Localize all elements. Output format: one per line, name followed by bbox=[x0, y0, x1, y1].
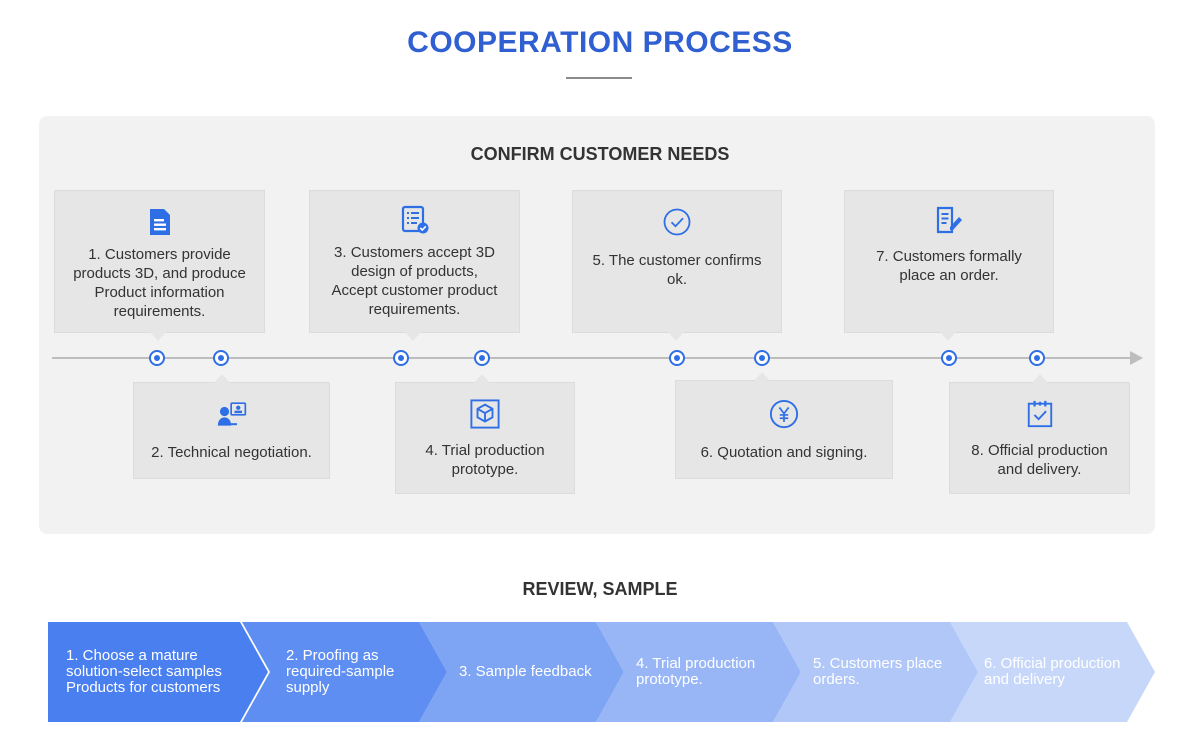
review-step-5-shape bbox=[773, 622, 978, 722]
review-sample-title: REVIEW, SAMPLE bbox=[522, 579, 678, 599]
review-step-4-shape bbox=[596, 622, 801, 722]
review-step-3[interactable]: 3. Sample feedback bbox=[419, 622, 624, 722]
calendar-check-icon bbox=[1025, 399, 1055, 429]
review-steps-bar: 1. Choose a mature solution-select sampl… bbox=[48, 622, 1158, 722]
timeline-line bbox=[52, 357, 1132, 359]
yen-icon bbox=[769, 399, 799, 429]
step-card-8: 8. Official production and delivery. bbox=[949, 374, 1130, 494]
document-icon bbox=[145, 207, 175, 237]
review-step-5-fill bbox=[773, 622, 978, 722]
review-step-3-shape bbox=[419, 622, 624, 722]
review-step-6-fill bbox=[950, 622, 1155, 722]
step-label-5: 5. The customer confirms ok. bbox=[592, 252, 762, 288]
step-label-8: 8. Official production and delivery. bbox=[971, 442, 1108, 478]
timeline-dot-7[interactable] bbox=[941, 350, 957, 366]
timeline-dot-2[interactable] bbox=[213, 350, 229, 366]
checklist-icon bbox=[400, 205, 430, 235]
confirm-needs-title: CONFIRM CUSTOMER NEEDS bbox=[470, 144, 730, 164]
review-step-label-5: 5. Customers place orders. bbox=[813, 655, 943, 688]
review-step-label-1: 1. Choose a mature solution-select sampl… bbox=[66, 647, 222, 696]
review-step-1-fill bbox=[48, 622, 268, 722]
step-card-3: 3. Customers accept 3D design of product… bbox=[309, 190, 520, 341]
review-step-6[interactable]: 6. Official production and delivery bbox=[950, 622, 1155, 722]
timeline-dot-8[interactable] bbox=[1029, 350, 1045, 366]
step-card-6: 6. Quotation and signing. bbox=[675, 372, 893, 479]
check-circle-icon bbox=[662, 207, 692, 237]
timeline-arrow-icon bbox=[1130, 351, 1143, 365]
review-step-4[interactable]: 4. Trial production prototype. bbox=[596, 622, 801, 722]
step-card-2: 2. Technical negotiation. bbox=[133, 374, 330, 479]
review-step-4-fill bbox=[596, 622, 801, 722]
page-title: COOPERATION PROCESS bbox=[407, 26, 793, 59]
timeline-dot-1[interactable] bbox=[149, 350, 165, 366]
step-label-2: 2. Technical negotiation. bbox=[151, 444, 312, 461]
review-step-2-shape bbox=[242, 622, 447, 722]
step-label-3: 3. Customers accept 3D design of product… bbox=[331, 244, 498, 318]
review-step-label-3: 3. Sample feedback bbox=[459, 663, 592, 680]
timeline-dot-6[interactable] bbox=[754, 350, 770, 366]
review-step-1[interactable]: 1. Choose a mature solution-select sampl… bbox=[48, 622, 268, 722]
review-step-label-6: 6. Official production and delivery bbox=[984, 655, 1121, 688]
timeline-dot-3[interactable] bbox=[393, 350, 409, 366]
review-step-label-2: 2. Proofing as required-sample supply bbox=[286, 647, 395, 696]
review-step-2-fill bbox=[242, 622, 447, 722]
step-label-7: 7. Customers formally place an order. bbox=[876, 248, 1022, 284]
step-card-5: 5. The customer confirms ok. bbox=[572, 190, 782, 341]
step-label-1: 1. Customers provide products 3D, and pr… bbox=[73, 246, 246, 320]
review-step-5[interactable]: 5. Customers place orders. bbox=[773, 622, 978, 722]
title-divider bbox=[566, 77, 632, 79]
review-step-3-fill bbox=[419, 622, 624, 722]
step-label-6: 6. Quotation and signing. bbox=[700, 444, 868, 461]
edit-document-icon bbox=[934, 205, 964, 235]
review-step-6-shape bbox=[950, 622, 1155, 722]
step-card-1: 1. Customers provide products 3D, and pr… bbox=[54, 190, 265, 341]
step-card-4: 4. Trial production prototype. bbox=[395, 374, 575, 494]
step-label-4: 4. Trial production prototype. bbox=[425, 442, 545, 478]
step-card-7: 7. Customers formally place an order. bbox=[844, 190, 1054, 341]
box-icon bbox=[470, 399, 500, 429]
meeting-icon bbox=[217, 399, 247, 429]
review-step-2[interactable]: 2. Proofing as required-sample supply bbox=[242, 622, 447, 722]
review-step-1-shape bbox=[48, 622, 268, 722]
timeline-dot-5[interactable] bbox=[669, 350, 685, 366]
timeline-dot-4[interactable] bbox=[474, 350, 490, 366]
review-step-label-4: 4. Trial production prototype. bbox=[636, 655, 756, 688]
